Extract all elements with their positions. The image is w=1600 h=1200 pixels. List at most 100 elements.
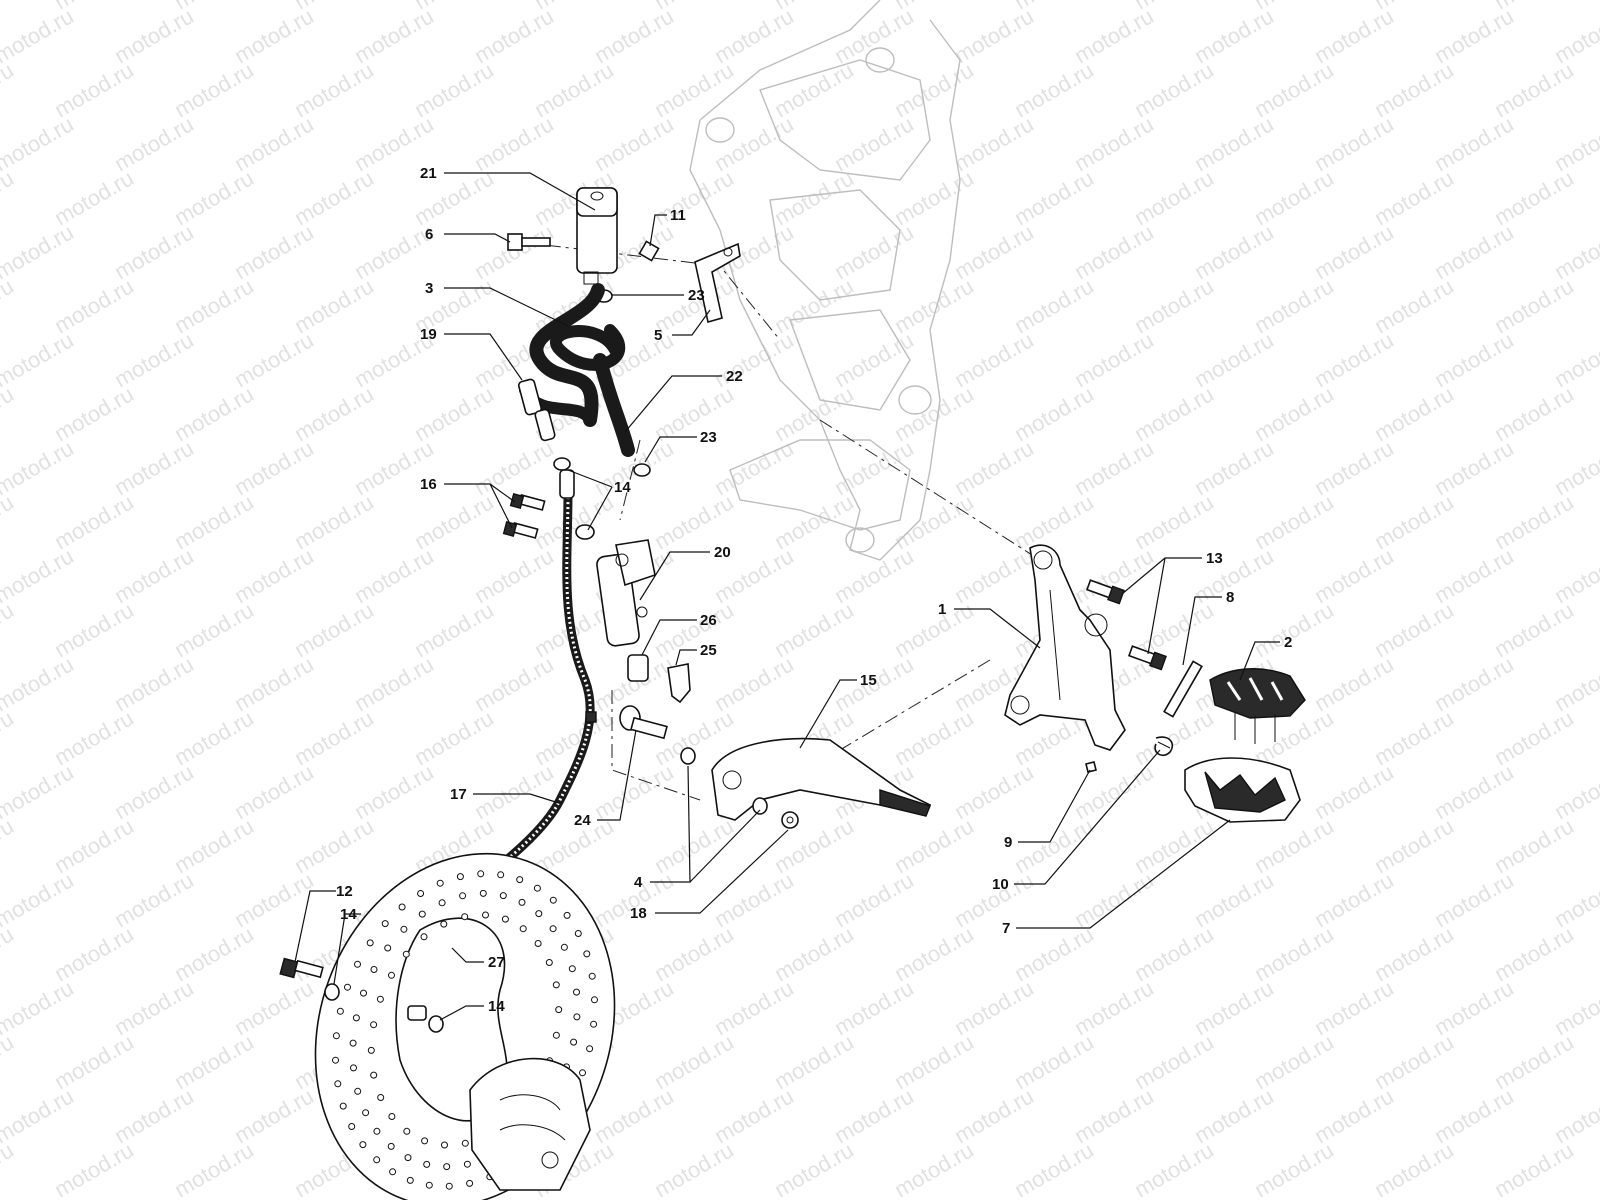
disc-hole [516, 876, 524, 884]
disc-hole [563, 911, 571, 919]
disc-hole [354, 1087, 362, 1095]
disc-hole [499, 892, 507, 900]
footpeg-top [1209, 668, 1306, 744]
disc-hole [573, 1013, 581, 1021]
disc-hole [332, 1056, 339, 1064]
retaining-clip [1085, 761, 1097, 773]
callout-8: 8 [1226, 589, 1234, 606]
watermark-text: motod.ru [0, 3, 78, 68]
disc-hole [574, 930, 582, 937]
disc-hole [367, 1046, 375, 1054]
disc-hole [560, 943, 568, 951]
disc-hole [418, 910, 426, 918]
callout-11: 11 [670, 207, 686, 224]
pedal-pivot-pin [619, 705, 668, 740]
callout-3: 3 [425, 280, 433, 297]
watermark-text: motod.ru [0, 543, 78, 608]
brake-fluid-reservoir [576, 187, 618, 285]
disc-hole [459, 892, 467, 900]
callout-16: 16 [420, 476, 437, 493]
watermark-text: motod.ru [0, 813, 18, 878]
disc-hole [445, 1182, 453, 1190]
disc-hole [586, 1045, 594, 1053]
watermark-text: motod.ru [0, 273, 18, 338]
hose-clamp-lower [633, 463, 651, 477]
callout-9: 9 [1004, 834, 1012, 851]
disc-hole [555, 1006, 563, 1014]
disc-hole [402, 950, 410, 958]
disc-hole [441, 1141, 448, 1149]
watermark-text: motod.ru [890, 1137, 978, 1200]
disc-hole [348, 1123, 356, 1130]
watermark-text: motod.ru [0, 975, 78, 1040]
pushrod-clip [667, 663, 691, 704]
disc-hole [591, 996, 598, 1004]
disc-hole [533, 884, 541, 892]
disc-hole [423, 1160, 431, 1168]
reservoir-bolt [507, 233, 551, 251]
disc-hole [549, 925, 557, 933]
disc-hole [400, 925, 408, 933]
disc-hole [440, 920, 448, 928]
watermark-text: motod.ru [0, 489, 18, 554]
callout-4: 4 [634, 874, 643, 891]
disc-hole [384, 944, 392, 952]
watermark-text: motod.ru [770, 1137, 858, 1200]
disc-hole [389, 1168, 397, 1176]
disc-hole [370, 966, 378, 973]
disc-hole [534, 940, 542, 947]
disc-hole [519, 925, 527, 933]
watermark-text: motod.ru [0, 1029, 18, 1094]
callout-5: 5 [654, 327, 662, 344]
disc-hole [535, 910, 543, 918]
disc-hole [417, 890, 425, 897]
callout-26: 26 [700, 612, 717, 629]
disc-hole [388, 1113, 396, 1120]
disc-hole [438, 899, 446, 907]
disc-hole [344, 983, 351, 991]
pedal-washers [752, 797, 799, 829]
disc-hole [373, 1156, 381, 1164]
disc-hole [370, 1021, 378, 1029]
disc-hole [421, 1137, 429, 1145]
disc-hole [463, 1160, 471, 1168]
disc-hole [466, 1179, 474, 1187]
watermark-text: motod.ru [0, 597, 18, 662]
callout-13: 13 [1206, 550, 1223, 567]
callout-17: 17 [450, 786, 467, 803]
watermark-text: motod.ru [0, 705, 18, 770]
reservoir-hoses [517, 283, 635, 457]
disc-hole [352, 1014, 360, 1022]
disc-hole [362, 1109, 370, 1117]
disc-hole [339, 1102, 347, 1110]
disc-hole [552, 1031, 560, 1039]
watermark-text: motod.ru [1550, 651, 1600, 716]
callout-24: 24 [574, 812, 591, 829]
disc-hole [545, 959, 553, 966]
callout-15: 15 [860, 672, 877, 689]
disc-hole [350, 1064, 357, 1072]
disc-hole [456, 873, 464, 881]
pivot-o-ring [680, 747, 696, 765]
frame-outline [689, 0, 961, 561]
callout-leaders [294, 172, 1280, 1021]
disc-hole [573, 988, 580, 996]
watermark-text: motod.ru [1550, 327, 1600, 392]
watermark-text: motod.ru [0, 1083, 78, 1148]
watermark-text: motod.ru [0, 651, 78, 716]
callout-23-upper: 23 [688, 287, 705, 304]
disc-hole [388, 971, 395, 979]
disc-hole [366, 939, 374, 947]
footpeg-pivot-pin [1163, 660, 1203, 718]
footpeg-base [1184, 757, 1301, 823]
watermark-text: motod.ru [0, 759, 78, 824]
disc-hole [479, 889, 487, 897]
watermark-text: motod.ru [1550, 111, 1600, 176]
disc-hole [570, 1038, 578, 1046]
callout-12: 12 [336, 883, 353, 900]
rear-brake-caliper [469, 1057, 591, 1191]
callout-23-lower: 23 [700, 429, 717, 446]
disc-hole [482, 911, 489, 919]
disc-hole [406, 1176, 414, 1184]
